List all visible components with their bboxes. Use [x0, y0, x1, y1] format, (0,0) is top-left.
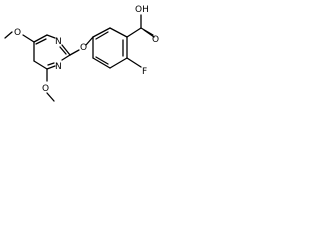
- fluoro-substituent: F: [126, 57, 147, 77]
- methoxy-group-bottom: O: [42, 68, 55, 102]
- carbonyl-oxygen-label: O: [152, 35, 159, 45]
- pyrimidine-nitrogen-lower-label: N: [55, 62, 62, 72]
- chemical-structure-diagram: OH O F O N N O O: [4, 5, 159, 102]
- ether-oxygen-label: O: [80, 43, 87, 53]
- fluorine-label: F: [142, 67, 147, 77]
- methoxy-oxygen-bottom-label: O: [42, 84, 49, 94]
- pyrimidine-nitrogen-upper-label: N: [55, 37, 62, 47]
- benzene-ring: [92, 27, 128, 69]
- ether-linkage: O: [69, 36, 94, 56]
- pyrimidine-ring: N N: [33, 34, 71, 72]
- methoxy-group-top: O: [4, 28, 35, 43]
- carboxylic-acid-group: OH O: [126, 5, 159, 45]
- oh-label: OH: [135, 5, 149, 15]
- methoxy-oxygen-top-label: O: [14, 28, 21, 38]
